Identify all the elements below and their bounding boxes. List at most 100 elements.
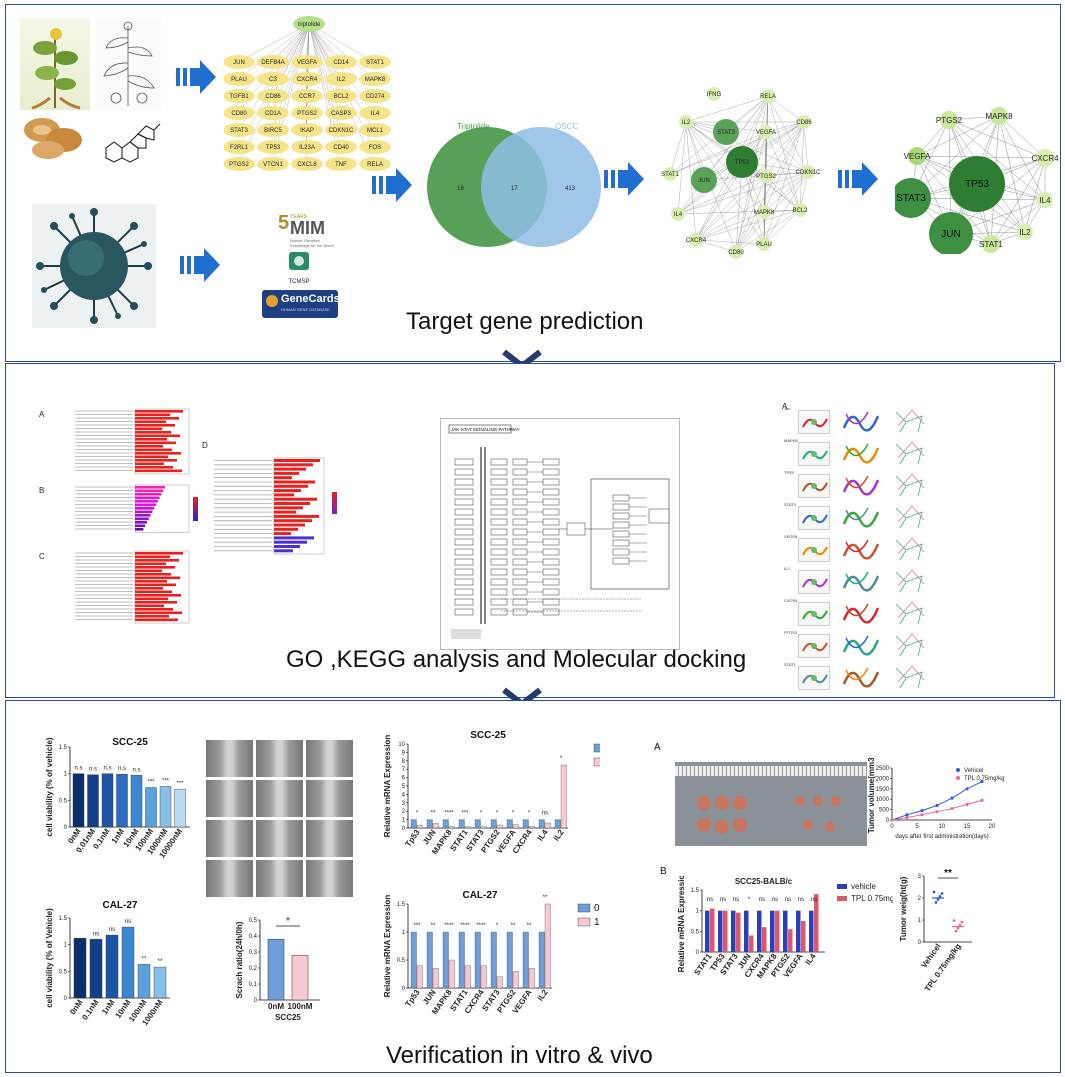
ppi-node-label: STAT1 [661,172,679,178]
legend-marker [956,768,960,772]
docking-interaction-image [892,630,928,660]
x-tick-label: IL4 [536,828,550,843]
kegg-ligand-box [454,518,474,526]
legend-label: vehicle [851,882,876,891]
ppi-node-label: PTGS2 [756,174,776,180]
go-bar [135,604,164,608]
verification-panel [5,700,1061,1073]
gene-node [291,106,323,120]
kegg-jak-box [512,528,528,536]
tcmsp-text: TCMSP [288,279,310,285]
gene-node [359,140,391,154]
kegg-ligand-box [454,488,474,496]
significance-label: * [512,811,515,817]
y-tick-label: 0.4 [249,934,258,940]
y-axis-label: Relative mRNA Expression [677,876,686,972]
kegg-stat-box [542,568,560,576]
ppi-node-label: RELA [760,94,776,100]
kegg-ligand-box [454,458,474,466]
y-tick-label: 8 [402,759,406,765]
docking-interaction-image [892,534,928,564]
gene-node [325,89,357,103]
kegg-title: JAK-STAT SIGNALING PATHWAY [451,427,520,432]
kegg-jak-box [512,458,528,466]
arrow-right-icon [372,168,412,202]
kegg-jak-box [512,588,528,596]
gene-node [224,140,255,154]
gene-label: MAPK8 [365,77,386,83]
y-tick-label: 0 [696,950,700,956]
go-bar [135,594,181,597]
significance-label: **** [444,923,454,929]
ppi-node-label: IL4 [674,212,683,218]
venn-right-label: OSCC [555,122,578,131]
y-tick-label: 2 [918,896,922,902]
kegg-jak-box [512,488,528,496]
legend-marker [956,776,960,780]
significance-label: ns [785,897,791,903]
go-bar [135,452,181,455]
kegg-ligand-box [454,598,474,606]
kegg-stat-box [542,588,560,596]
gene-node [359,123,391,137]
ppi-node [759,169,773,183]
kegg-receptor-box [490,598,508,606]
bar [464,826,471,829]
significance-label: ns [109,927,115,933]
tumor-specimen [803,820,813,830]
docking-ribbon-image [842,470,880,500]
ppi-node-label: CD86 [796,120,812,126]
kegg-jak-box [512,598,528,606]
ppi-node [729,245,743,259]
significance-label: *** [176,781,184,787]
kegg-title-box [448,424,512,434]
bar [544,903,551,989]
kegg-receptor-box [490,478,508,486]
go-bar [135,618,178,622]
go-bar [135,611,182,615]
legend-swatch [593,743,600,753]
arrow-right-icon [176,60,216,94]
go-enrichment-chart-abc: ABC [39,408,198,624]
gene-label: IL4 [371,111,380,117]
arrow-right-icon [180,248,220,282]
ppi-core-node [1037,192,1053,208]
ppi-node-label: PLAU [756,242,772,248]
y-tick-label: 10 [398,742,405,748]
docking-gene-label: IL2 [784,566,790,571]
go-bar [135,441,176,445]
y-tick-label: 1 [402,930,406,936]
venn-overlap-count: 17 [511,186,518,192]
tumor-specimen [715,796,729,810]
significance-label: ns [759,897,765,903]
go-bar [135,615,169,618]
docking-interaction-image [892,598,928,628]
y-tick-label: 0.5 [249,918,258,924]
kegg-jak-box [512,538,528,546]
kegg-target-gene-box [612,521,630,529]
bar [416,824,423,829]
significance-label: * [560,756,563,762]
kegg-jak-box [512,508,528,516]
gene-label: MCL1 [367,128,384,134]
kegg-ligand-box [454,528,474,536]
ppi-core-node [908,147,926,165]
bar [153,966,167,999]
y-axis-label: Relative mRNA Expression [383,735,392,838]
ppi-node [797,115,811,129]
docking-interaction-image [892,470,928,500]
kegg-receptor-box [490,468,508,476]
go-bar [135,427,162,431]
go-color-legend [193,497,198,521]
go-bar [135,587,163,590]
venn-diagram: Triptolide OSCC 18 17 413 [427,122,601,247]
kegg-stat-box [542,478,560,486]
significance-label: * [480,811,483,817]
kegg-stat-box [542,578,560,586]
kegg-receptor-box [490,548,508,556]
tumor-specimen [733,796,747,810]
y-tick-label: 1 [696,909,700,915]
go-bar [135,510,153,514]
